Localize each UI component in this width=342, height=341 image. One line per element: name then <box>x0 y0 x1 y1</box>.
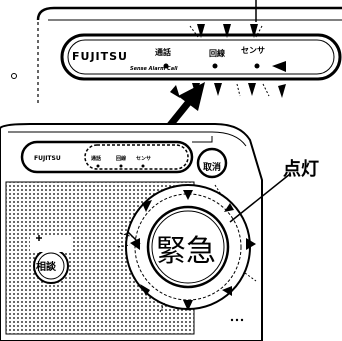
device-lamp-panel <box>20 140 194 174</box>
panel-lamp-kaisen-label: 回線 <box>209 49 225 58</box>
device-lamp-tsuwa-label: 通話 <box>91 156 102 162</box>
cancel-button[interactable]: 取消 <box>203 163 222 173</box>
device-brand-logo: FUJITSU <box>34 155 61 162</box>
panel-enclosure <box>36 6 342 21</box>
consult-button[interactable]: 相談 <box>36 262 56 273</box>
zoom-arrow-head <box>178 82 205 111</box>
callout-lit-line <box>229 173 291 223</box>
flash-marks-button <box>130 190 256 311</box>
lamp-tsuwa-dot <box>163 63 169 69</box>
panel-brand-logo: FUJITSU <box>72 50 128 63</box>
lamp-sensa-dot <box>254 63 260 69</box>
emergency-button[interactable]: 緊急 <box>156 234 216 269</box>
cancel-button-shape <box>196 147 228 179</box>
emergency-button-shape <box>146 205 230 289</box>
panel-brand-subtitle: Sense Alarm Call <box>130 66 178 72</box>
panel-lamp-sensa-label: センサ <box>241 46 265 55</box>
lamp-kaisen-dot <box>212 63 218 69</box>
screw-dot <box>11 73 17 79</box>
panel-lamp-tsuwa-label: 通話 <box>155 48 171 57</box>
device-lamp-kaisen-label: 回線 <box>116 156 127 162</box>
lit-callout-label: 点灯 <box>283 159 319 180</box>
device-lamp-sensa-label: センサ <box>136 156 152 162</box>
